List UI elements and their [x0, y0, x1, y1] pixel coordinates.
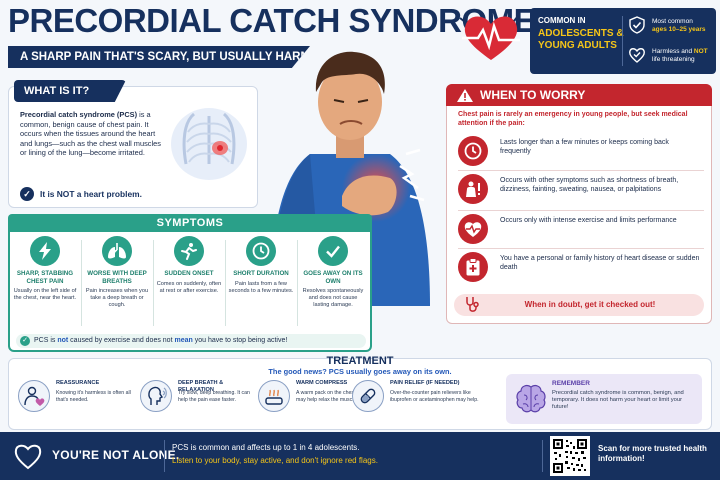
stethoscope-icon [466, 297, 479, 312]
heart-check-icon [629, 48, 645, 63]
when-to-worry-card [446, 84, 712, 324]
symptom-item: WORSE WITH DEEP BREATHS Pain increases w… [84, 236, 150, 330]
treatment-item: WARM COMPRESS A warm pack on the chest w… [258, 378, 376, 426]
heart-pulse-icon [458, 214, 488, 244]
worry-footer-note: When in doubt, get it checked out! [454, 294, 704, 316]
worry-item: You have a personal or family history of… [458, 250, 704, 286]
breath-icon [140, 380, 172, 412]
treatment-item: DEEP BREATH & RELAXATION Try slow, deep … [140, 378, 258, 426]
scan-prompt: Scan for more trusted health information… [598, 444, 707, 463]
subtitle-banner: A SHARP PAIN THAT'S SCARY, BUT USUALLY H… [8, 46, 310, 68]
worry-item: Occurs only with intense exercise and li… [458, 212, 704, 248]
what-is-it-heading: WHAT IS IT? [14, 80, 126, 102]
brain-icon [516, 385, 546, 413]
compress-icon [258, 380, 290, 412]
remember-heading: REMEMBER [552, 380, 590, 387]
when-to-worry-heading: WHEN TO WORRY [446, 84, 712, 106]
heartbeat-heart-icon [459, 15, 520, 60]
qr-code[interactable] [550, 436, 590, 476]
running-icon [174, 236, 204, 266]
footer-line-2: Listen to your body, stay active, and do… [172, 456, 378, 465]
lightning-icon [30, 236, 60, 266]
page-title: PRECORDIAL CATCH SYNDROME [8, 2, 536, 39]
worry-item: Lasts longer than a few minutes or keeps… [458, 134, 704, 170]
pill-icon [352, 380, 384, 412]
footer-title: YOU'RE NOT ALONE. [52, 448, 180, 462]
check-icon: ✓ [20, 187, 34, 201]
symptoms-footer-note: ✓ PCS is not caused by exercise and does… [16, 334, 366, 348]
treatment-item: REASSURANCE Knowing it's harmless is oft… [18, 378, 136, 426]
common-audience: ADOLESCENTS & YOUNG ADULTS [538, 28, 624, 51]
clock-icon [458, 136, 488, 166]
treatment-subheading: The good news? PCS usually goes away on … [268, 367, 452, 376]
clipboard-icon [458, 252, 488, 282]
person-alert-icon [458, 174, 488, 204]
harmless-text: Harmless and NOT life threatening [652, 48, 708, 63]
heart-outline-icon [14, 444, 42, 470]
symptoms-heading: SYMPTOMS [8, 214, 372, 232]
check-icon [318, 236, 348, 266]
common-label: COMMON IN [538, 16, 586, 25]
definition-text: Precordial catch syndrome (PCS) is a com… [20, 110, 161, 158]
remember-text: Precordial catch syndrome is common, ben… [552, 390, 684, 411]
symptom-item: SUDDEN ONSET Comes on suddenly, often at… [156, 236, 222, 330]
worry-item: Occurs with other symptoms such as short… [458, 172, 704, 208]
not-heart-problem: ✓ It is NOT a heart problem. [20, 187, 142, 201]
treatment-item: PAIN RELIEF (IF NEEDED) Over-the-counter… [352, 378, 492, 426]
symptom-item: SHORT DURATION Pain lasts from a few sec… [228, 236, 294, 330]
lungs-icon [102, 236, 132, 266]
remember-box: REMEMBER Precordial catch syndrome is co… [506, 374, 702, 424]
symptom-item: SHARP, STABBING CHEST PAIN Usually on th… [12, 236, 78, 330]
footer-line-1: PCS is common and affects up to 1 in 4 a… [172, 443, 360, 452]
shield-check-icon [629, 16, 645, 34]
ribcage-illustration-icon [171, 108, 247, 180]
symptom-item: GOES AWAY ON ITS OWN Resolves spontaneou… [300, 236, 366, 330]
treatment-heading: TREATMENT [326, 355, 394, 367]
warning-icon [457, 89, 473, 102]
check-icon: ✓ [20, 336, 30, 346]
common-in-box: COMMON IN ADOLESCENTS & YOUNG ADULTS Mos… [530, 8, 716, 74]
reassurance-icon [18, 380, 50, 412]
footer-bar [0, 432, 720, 480]
worry-intro-text: Chest pain is rarely an emergency in you… [458, 111, 688, 127]
clock-icon [246, 236, 276, 266]
